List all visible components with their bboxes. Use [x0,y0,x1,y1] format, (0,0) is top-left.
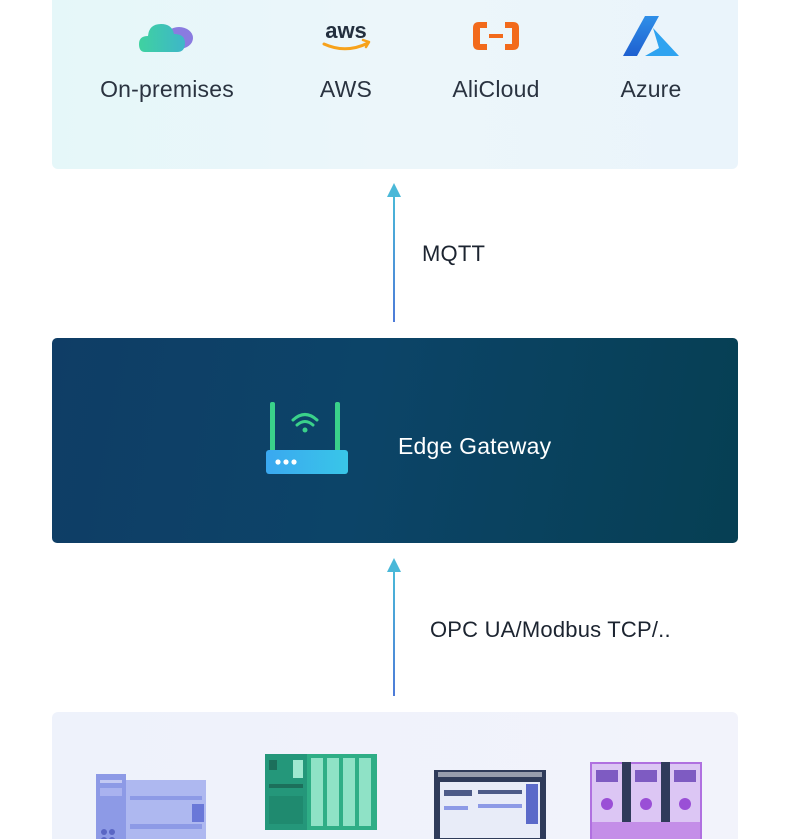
svg-text:aws: aws [325,18,367,43]
upward-arrow [387,183,401,322]
protocol-label-opc-modbus: OPC UA/Modbus TCP/.. [430,617,671,642]
edge-gateway-label: Edge Gateway [398,433,552,459]
cloud-icon [139,8,195,64]
cloud-label: On-premises [100,76,234,102]
industrial-controller-icon [434,770,546,839]
edge-gateway-panel: Edge Gateway [52,338,738,543]
drive-modules-icon [590,762,702,839]
cloud-label: AliCloud [452,76,540,102]
cloud-item-alicloud: AliCloud [411,8,581,103]
cloud-label: Azure [620,76,682,102]
cloud-label: AWS [319,76,373,102]
io-module-rack-icon [265,754,377,835]
router-wifi-icon [262,398,352,483]
cloud-item-aws: aws AWS [261,8,431,103]
azure-logo-icon [623,8,679,64]
aws-logo-icon: aws [316,8,376,64]
alicloud-logo-icon [471,8,521,64]
cloud-item-azure: Azure [566,8,736,103]
cloud-platforms-panel: On-premises aws AWS AliCloud [52,0,738,169]
plc-controller-icon [96,774,208,839]
upward-arrow [387,558,401,696]
cloud-item-on-premises: On-premises [82,8,252,103]
protocol-label-mqtt: MQTT [422,241,486,266]
field-devices-panel [52,712,738,839]
